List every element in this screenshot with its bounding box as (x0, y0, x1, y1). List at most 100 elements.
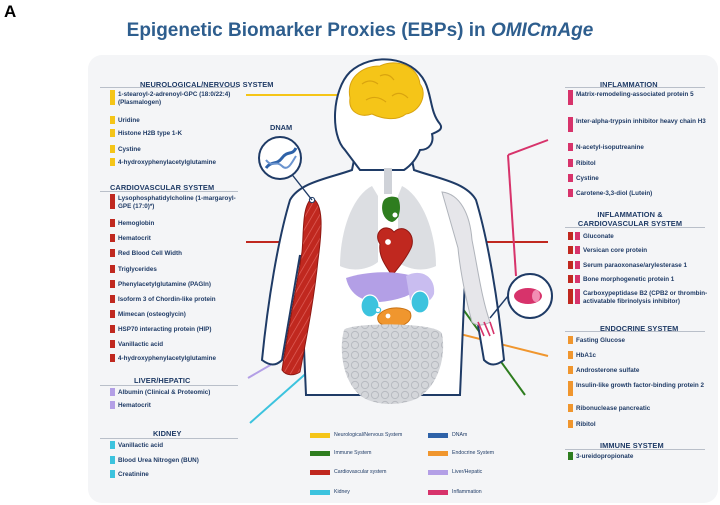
right-item-swatch (575, 232, 580, 240)
right-biomarker-item: Androsterone sulfate (576, 367, 640, 374)
legend-label: Inflammation (452, 489, 482, 495)
right-biomarker-item: Ribonuclease pancreatic (576, 405, 651, 412)
left-item-swatch (110, 295, 115, 303)
left-item-swatch (110, 129, 115, 137)
left-item-swatch (110, 388, 115, 396)
right-section-title: IMMUNE SYSTEM (600, 441, 664, 450)
right-section-title: ENDOCRINE SYSTEM (600, 324, 679, 333)
legend-swatch (310, 451, 330, 456)
title-emphasis: OMICmAge (490, 20, 594, 41)
right-item-swatch (575, 289, 580, 304)
left-item-swatch (110, 219, 115, 227)
left-item-swatch (110, 194, 115, 209)
immune-node (391, 211, 399, 219)
right-item-swatch (568, 159, 573, 167)
left-item-swatch (110, 456, 115, 464)
right-biomarker-item: Carotene-3,3-diol (Lutein) (576, 190, 653, 197)
connector-inflammation (507, 139, 549, 156)
left-biomarker-item: 4-hydroxyphenylacetylglutamine (118, 355, 216, 362)
left-item-swatch (110, 158, 115, 166)
dnam-pointer (289, 171, 313, 201)
left-biomarker-item: HSP70 interacting protein (HIP) (118, 326, 212, 333)
right-item-swatch (575, 261, 580, 269)
legend-label: Cardiovascular system (334, 469, 387, 475)
left-biomarker-item: Mimecan (osteoglycin) (118, 311, 186, 318)
left-biomarker-item: Red Blood Cell Width (118, 250, 182, 257)
left-biomarker-item: Vanillactic acid (118, 442, 164, 449)
liver-illustration (346, 272, 420, 302)
left-item-swatch (110, 354, 115, 362)
left-biomarker-item: Hemoglobin (118, 220, 155, 227)
legend-swatch (428, 490, 448, 495)
right-biomarker-item: Cystine (576, 175, 599, 182)
right-item-swatch (568, 289, 573, 304)
right-section-title: INFLAMMATION (600, 80, 658, 89)
right-item-swatch (568, 174, 573, 182)
left-section-divider (100, 385, 238, 386)
right-item-swatch (568, 452, 573, 460)
right-biomarker-item: Ribitol (576, 421, 596, 428)
left-item-swatch (110, 401, 115, 409)
right-item-swatch (568, 143, 573, 151)
right-item-swatch (575, 275, 580, 283)
legend-swatch (428, 451, 448, 456)
dnam-label: DNAM (270, 123, 292, 132)
left-biomarker-item: Blood Urea Nitrogen (BUN) (118, 457, 199, 464)
right-biomarker-item: Inter-alpha-trypsin inhibitor heavy chai… (576, 118, 706, 125)
right-biomarker-item: Matrix-remodeling-associated protein 5 (576, 91, 694, 98)
left-item-swatch (110, 249, 115, 257)
left-biomarker-item: Creatinine (118, 471, 149, 478)
left-biomarker-item: Vanillactic acid (118, 341, 164, 348)
left-item-swatch (110, 325, 115, 333)
muscle-cross-section-core (532, 290, 540, 302)
left-biomarker-item: Isoform 3 of Chordin-like protein (118, 296, 216, 303)
right-item-swatch (568, 90, 573, 105)
left-biomarker-item: 4-hydroxyphenylacetylglutamine (118, 159, 216, 166)
right-item-swatch (568, 246, 573, 254)
inflammation-pointer (489, 295, 509, 319)
left-section-title: NEUROLOGICAL/NERVOUS SYSTEM (140, 80, 274, 89)
right-section-divider (565, 227, 705, 228)
left-section-divider (100, 438, 238, 439)
right-item-swatch (568, 189, 573, 197)
right-item-swatch (568, 381, 573, 396)
right-arm-muscle (441, 191, 491, 326)
left-lung (340, 186, 378, 270)
left-biomarker-item: Histone H2B type 1-K (118, 130, 183, 137)
right-item-swatch (568, 366, 573, 374)
left-biomarker-item: Lysophosphatidylcholine (1-margaroyl-GPE… (118, 195, 236, 210)
right-section-divider (565, 331, 705, 332)
right-biomarker-item: Fasting Glucose (576, 337, 625, 344)
left-item-swatch (110, 116, 115, 124)
right-section-divider (565, 449, 705, 450)
right-biomarker-item: HbA1c (576, 352, 596, 359)
left-item-swatch (110, 470, 115, 478)
intestines-illustration (341, 324, 444, 404)
dna-helix-strand (265, 155, 297, 169)
right-item-swatch (568, 117, 573, 132)
right-section-title: INFLAMMATION & CARDIOVASCULAR SYSTEM (577, 210, 683, 228)
kidney-node (374, 306, 382, 314)
legend-swatch (310, 433, 330, 438)
left-item-swatch (110, 280, 115, 288)
left-biomarker-item: Hematocrit (118, 402, 151, 409)
right-biomarker-item: N-acetyl-isoputreanine (576, 144, 644, 151)
left-section-divider (100, 191, 238, 192)
left-biomarker-item: Triglycerides (118, 266, 157, 273)
right-item-swatch (568, 420, 573, 428)
figure-title: Epigenetic Biomarker Proxies (EBPs) in O… (0, 20, 720, 42)
right-biomarker-item: Ribitol (576, 160, 596, 167)
inflammation-connector-down (507, 154, 517, 277)
right-item-swatch (568, 275, 573, 283)
left-item-swatch (110, 265, 115, 273)
heart-node (383, 237, 393, 247)
legend-label: Immune System (334, 450, 372, 456)
pancreas-illustration (377, 307, 412, 327)
trachea (384, 168, 392, 194)
right-item-swatch (568, 261, 573, 269)
left-biomarker-item: Phenylacetylglutamine (PAGln) (118, 281, 211, 288)
brain-folds (361, 74, 409, 103)
left-section-title: CARDIOVASCULAR SYSTEM (110, 183, 215, 192)
right-item-swatch (568, 351, 573, 359)
